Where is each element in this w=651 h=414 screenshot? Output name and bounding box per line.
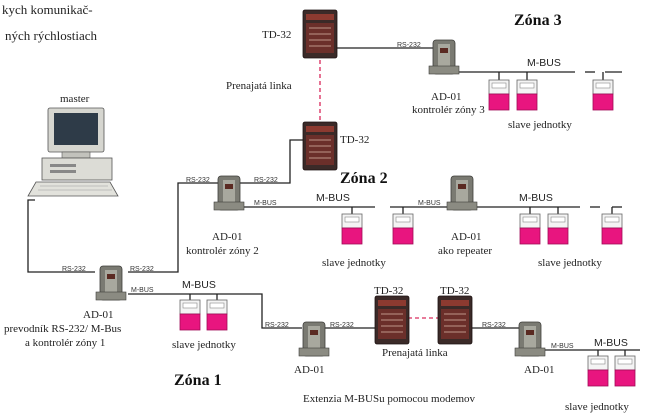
ad01-label: AD-01 (431, 91, 462, 103)
ad01-label: AD-01 (212, 231, 243, 243)
mbus-small-label: M-BUS (131, 287, 154, 294)
ad01-controller-icon (299, 322, 329, 356)
mbus-small-label: M-BUS (418, 200, 441, 207)
td32-label: TD-32 (262, 29, 291, 41)
td32-label: TD-32 (440, 285, 469, 297)
meter-icon (548, 214, 568, 244)
zone-1-title: Zóna 1 (174, 372, 222, 389)
td32-modem-icon (438, 296, 472, 344)
meter-icon (393, 214, 413, 244)
td32-label: TD-32 (374, 285, 403, 297)
converter-label-1: prevodník RS-232/ M-Bus (4, 323, 121, 335)
ad01-controller-icon (96, 266, 126, 300)
slaves-label: slave jednotky (565, 401, 629, 413)
rs232-label: RS-232 (330, 322, 354, 329)
zone3-controller-label: kontrolér zóny 3 (412, 104, 485, 116)
ad01-controller-icon (447, 176, 477, 210)
mbus-label: M-BUS (316, 192, 350, 204)
meter-icon (207, 300, 227, 330)
meter-icon (588, 356, 608, 386)
rs232-label: RS-232 (265, 322, 289, 329)
rs232-label: RS-232 (254, 177, 278, 184)
zone2-controller-label: kontrolér zóny 2 (186, 245, 259, 257)
intro-line-1: kych komunikač- (2, 2, 93, 17)
leased-line-label: Prenajatá linka (226, 80, 292, 92)
meter-icon (180, 300, 200, 330)
mbus-small-label: M-BUS (551, 343, 574, 350)
intro-line-2: ných rýchlostiach (5, 28, 98, 43)
slaves-label: slave jednotky (538, 257, 602, 269)
ad01-controller-icon (515, 322, 545, 356)
ad01-label: AD-01 (294, 364, 325, 376)
ad01-label: AD-01 (524, 364, 555, 376)
mbus-label: M-BUS (527, 57, 561, 69)
meter-icon (489, 80, 509, 110)
leased-line-label: Prenajatá linka (382, 347, 448, 359)
extension-caption: Extenzia M-BUSu pomocou modemov (303, 393, 476, 405)
meter-icon (602, 214, 622, 244)
repeater-label: ako repeater (438, 245, 492, 257)
zone-3-title: Zóna 3 (514, 12, 562, 29)
mbus-label: M-BUS (519, 192, 553, 204)
meter-icon (593, 80, 613, 110)
ad01-controller-icon (214, 176, 244, 210)
mbus-small-label: M-BUS (254, 200, 277, 207)
td32-label: TD-32 (340, 134, 369, 146)
meter-icon (520, 214, 540, 244)
mbus-label: M-BUS (182, 279, 216, 291)
td32-modem-icon (375, 296, 409, 344)
zone-2-title: Zóna 2 (340, 170, 388, 187)
meter-icon (342, 214, 362, 244)
td32-modem-icon (303, 122, 337, 170)
rs232-label: RS-232 (62, 266, 86, 273)
master-computer-icon (28, 108, 118, 196)
rs232-label: RS-232 (186, 177, 210, 184)
meter-icon (615, 356, 635, 386)
ad01-label: AD-01 (451, 231, 482, 243)
meter-icon (517, 80, 537, 110)
td32-modem-icon (303, 10, 337, 58)
master-label: master (60, 93, 90, 105)
converter-label-2: a kontrolér zóny 1 (25, 337, 105, 349)
mbus-label: M-BUS (594, 337, 628, 349)
rs232-label: RS-232 (482, 322, 506, 329)
rs232-label: RS-232 (397, 42, 421, 49)
slaves-label: slave jednotky (508, 119, 572, 131)
slaves-label: slave jednotky (322, 257, 386, 269)
rs232-label: RS-232 (130, 266, 154, 273)
ad01-label: AD-01 (83, 309, 114, 321)
slaves-label: slave jednotky (172, 339, 236, 351)
ad01-controller-icon (429, 40, 459, 74)
